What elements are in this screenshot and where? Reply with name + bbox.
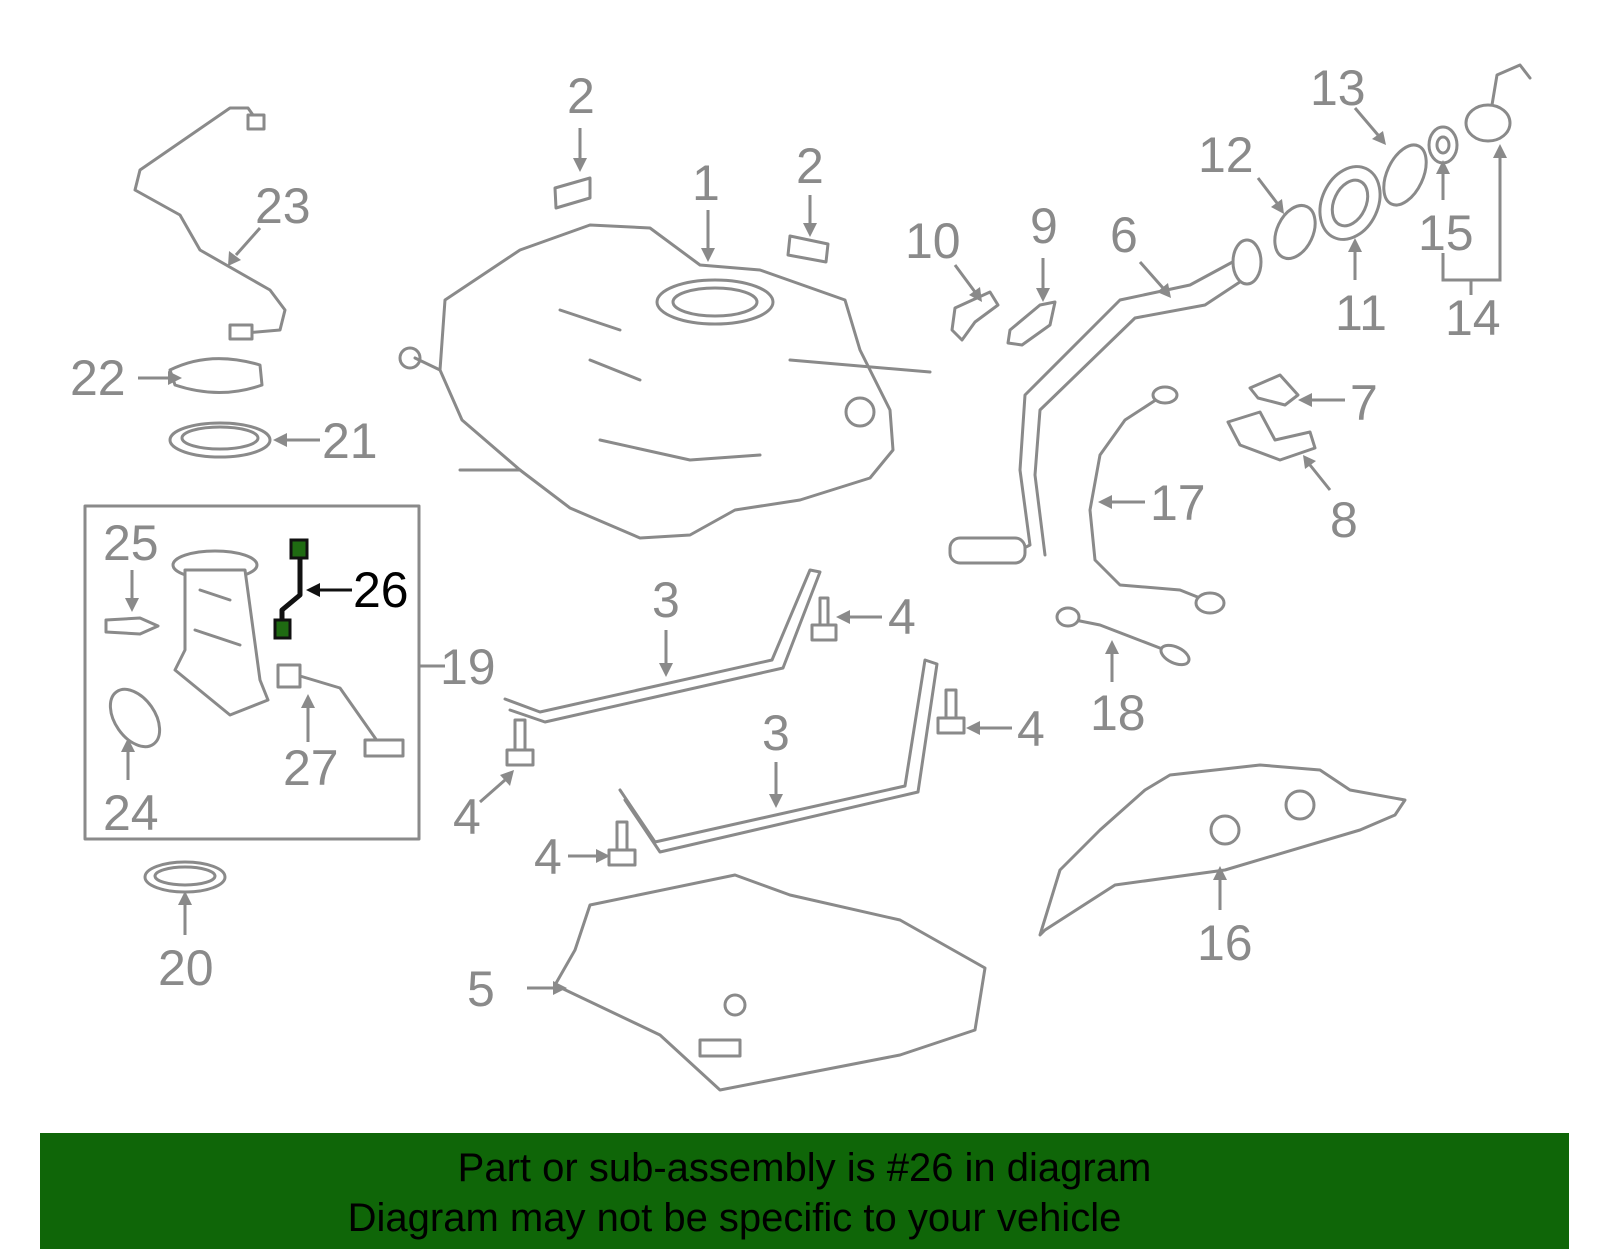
lock-ring-part[interactable] (168, 421, 272, 459)
fuel-tank-part[interactable] (398, 223, 932, 540)
callout-8: 8 (1330, 492, 1358, 548)
sender-unit-part[interactable] (276, 663, 405, 758)
bracket-part-9[interactable] (1006, 300, 1057, 347)
pad-part-right[interactable] (786, 234, 830, 264)
bracket-part-10[interactable] (950, 290, 1000, 342)
heat-shield-part-16[interactable] (1038, 763, 1407, 937)
leader-arrows (121, 107, 1507, 995)
pump-assembly-box (83, 504, 421, 841)
callout-25: 25 (103, 515, 159, 571)
callout-17: 17 (1150, 475, 1206, 531)
callout-12: 12 (1198, 127, 1254, 183)
wire-harness-part[interactable] (133, 106, 287, 335)
callout-3-lower: 3 (762, 705, 790, 761)
callout-14: 14 (1445, 290, 1501, 346)
callout-4-b: 4 (1017, 701, 1045, 757)
banner-vehicle-note: Diagram may not be specific to your vehi… (347, 1196, 1122, 1240)
tank-strap-part-lower[interactable] (618, 658, 939, 854)
pad-part-left[interactable] (553, 176, 592, 210)
filler-neck-cup-part-11[interactable] (1309, 157, 1392, 250)
harness-connector-top (246, 113, 266, 131)
callout-19: 19 (440, 639, 496, 695)
harness-connector-bottom (228, 323, 254, 341)
pressure-regulator-part[interactable] (104, 616, 160, 636)
callout-22: 22 (70, 350, 126, 406)
callout-10: 10 (905, 213, 961, 269)
filler-pipe-part[interactable] (958, 256, 1257, 562)
breather-tube-part-17[interactable] (1088, 390, 1207, 602)
callout-11: 11 (1335, 285, 1387, 341)
bolt-part[interactable] (505, 596, 966, 867)
clamp-part-8[interactable] (1226, 410, 1317, 462)
highlighted-harness-part-26[interactable] (273, 538, 309, 640)
callout-9: 9 (1030, 198, 1058, 254)
callout-2-left: 2 (567, 68, 595, 124)
retainer-part[interactable] (168, 357, 264, 394)
callout-4-c: 4 (453, 789, 481, 845)
snap-ring-part-13[interactable] (1375, 138, 1435, 211)
skid-plate-part[interactable] (553, 873, 987, 1092)
callout-16: 16 (1197, 915, 1253, 971)
callout-7: 7 (1350, 375, 1378, 431)
callout-15: 15 (1418, 205, 1474, 261)
filler-hose-part (948, 536, 1027, 565)
callout-2-right: 2 (796, 138, 824, 194)
clamp-part-7[interactable] (1248, 373, 1300, 407)
washer-part-15[interactable] (1427, 125, 1459, 165)
info-banner: Part or sub-assembly is #26 in diagram D… (40, 1133, 1569, 1249)
callout-23: 23 (255, 178, 311, 234)
callout-20: 20 (158, 940, 214, 996)
callout-24: 24 (103, 785, 159, 841)
banner-part-note: Part or sub-assembly is #26 in diagram (457, 1146, 1152, 1190)
tank-strap-part-upper[interactable] (503, 568, 822, 724)
callout-6: 6 (1110, 207, 1138, 263)
callout-21: 21 (322, 413, 378, 469)
callout-4-d: 4 (534, 829, 562, 885)
fuel-pump-part[interactable] (100, 680, 169, 755)
callout-26: 26 (353, 562, 409, 618)
callout-labels: 2 2 1 23 22 21 25 26 19 24 27 20 3 3 4 4… (70, 60, 1501, 1017)
callout-5: 5 (467, 961, 495, 1017)
callout-27: 27 (283, 740, 339, 796)
gasket-ring-part-12[interactable] (1267, 199, 1323, 265)
callout-13: 13 (1310, 60, 1366, 116)
callout-1: 1 (692, 155, 720, 211)
callout-18: 18 (1090, 685, 1146, 741)
callout-3-upper: 3 (652, 572, 680, 628)
fuel-cap-part-14[interactable] (1464, 63, 1532, 143)
callout-4-a: 4 (888, 589, 916, 645)
fuel-pump-module-part[interactable] (171, 549, 270, 717)
